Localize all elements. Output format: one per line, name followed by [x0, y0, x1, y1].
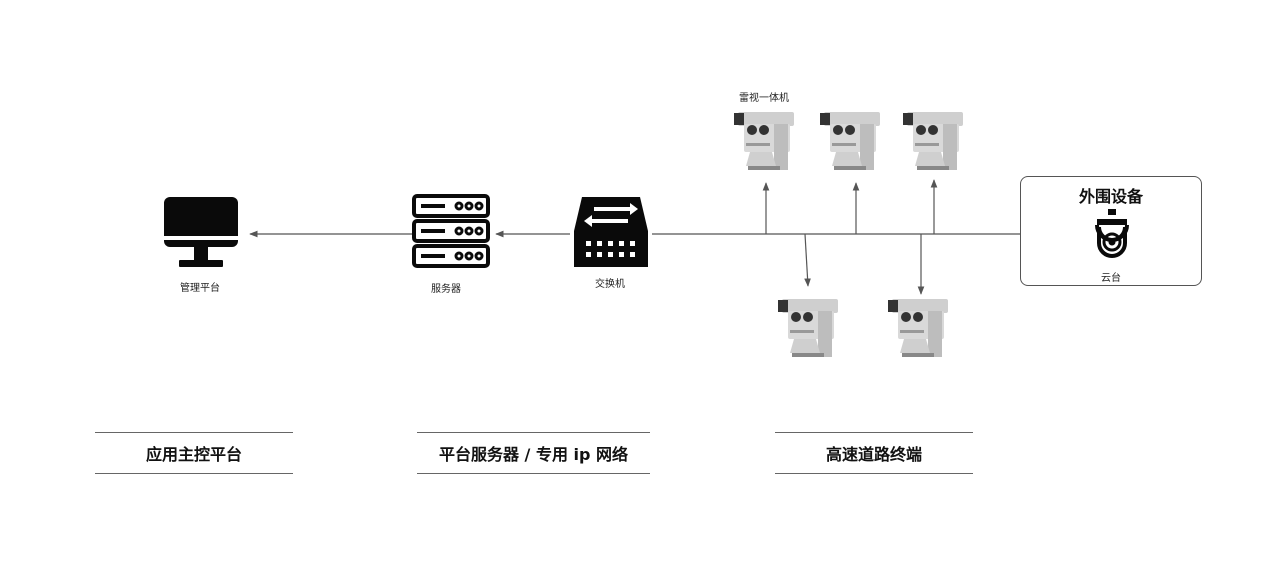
radar-camera-group-label: 雷视一体机: [739, 93, 789, 104]
management-platform-label: 管理平台: [180, 283, 220, 294]
peripheral-device-box: 外围设备 云台: [1020, 176, 1202, 286]
radar-camera-icon: [820, 112, 880, 170]
category-app-platform: 应用主控平台: [95, 432, 293, 474]
peripheral-title: 外围设备: [1078, 187, 1143, 206]
radar-camera-icon: [734, 112, 794, 170]
server-label: 服务器: [431, 284, 461, 295]
link-to-cam-bottom-1: [804, 233, 811, 287]
network-switch-icon: [574, 197, 648, 267]
server-rack-icon: [412, 194, 490, 268]
ptz-label: 云台: [1101, 273, 1121, 284]
radar-camera-icon: [903, 112, 963, 170]
category-network: 平台服务器 / 专用 ip 网络: [417, 432, 650, 474]
switch-label: 交换机: [595, 279, 625, 290]
category-highway-terminal: 高速道路终端: [775, 432, 973, 474]
radar-camera-icon: [888, 299, 948, 357]
radar-camera-icon: [778, 299, 838, 357]
ptz-dome-camera-icon: [1095, 209, 1129, 258]
monitor-icon: [164, 197, 238, 267]
